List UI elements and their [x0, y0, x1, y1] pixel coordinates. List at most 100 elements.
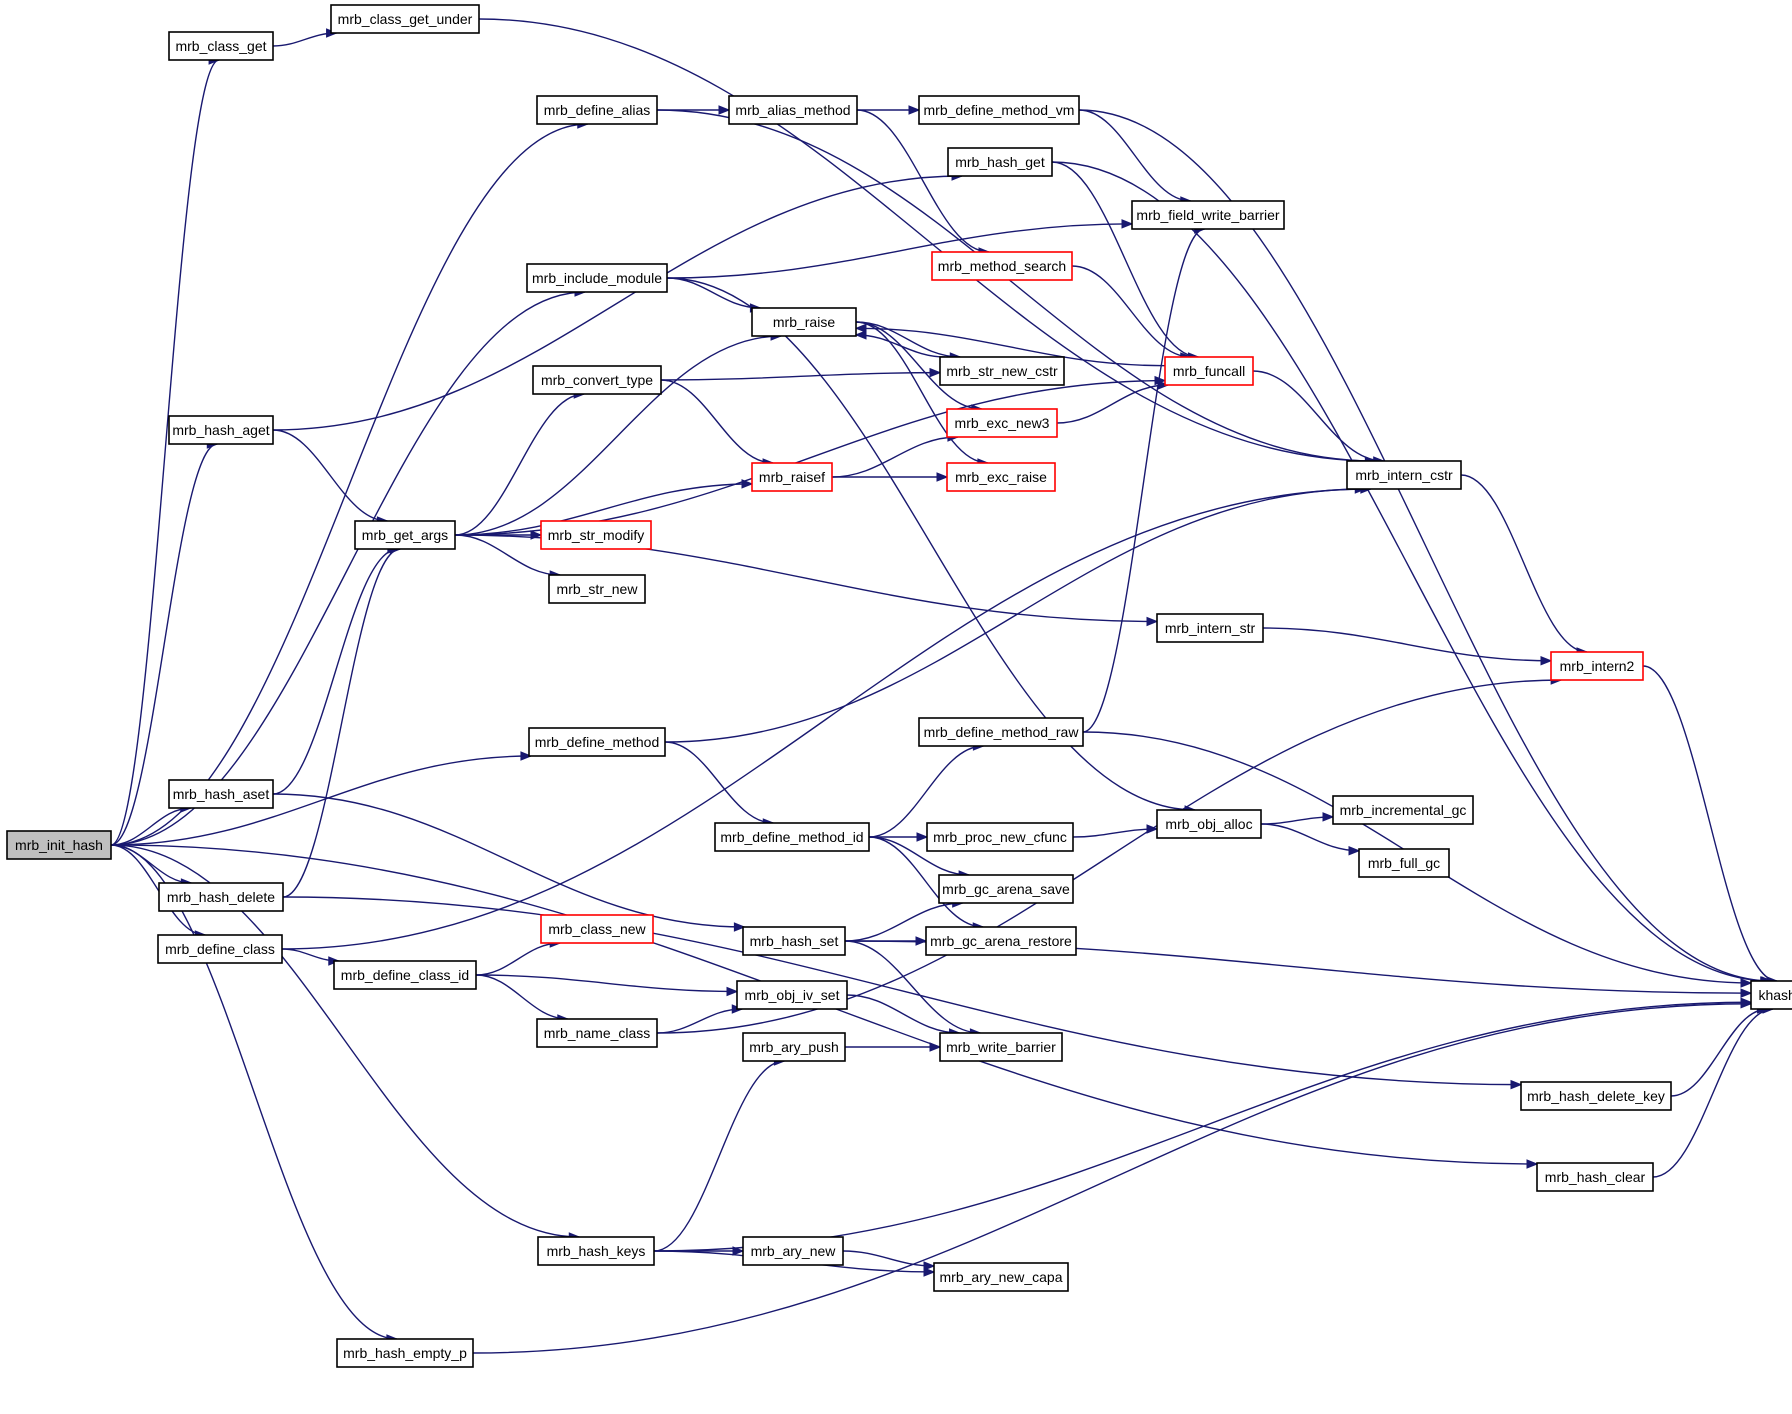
edge-line: [653, 1060, 785, 1252]
node-box: [537, 1236, 655, 1266]
edge-mrb_hash_delete-to-mrb_get_args: [282, 544, 402, 898]
edge-line: [272, 429, 388, 522]
node-mrb-funcall[interactable]: mrb_funcall: [1164, 356, 1254, 386]
edge-mrb_get_args-to-mrb_raisef: [454, 479, 754, 536]
node-mrb-define-class-id[interactable]: mrb_define_class_id: [333, 960, 477, 990]
edge-line: [666, 223, 1133, 279]
node-mrb-incremental-gc[interactable]: mrb_incremental_gc: [1332, 795, 1474, 825]
edge-mrb_init_hash-to-mrb_define_method: [110, 751, 533, 846]
edge-mrb_str_new_cstr-to-mrb_raise: [854, 330, 946, 358]
edge-line: [855, 321, 961, 358]
edge-mrb_include_module-to-mrb_raise: [666, 277, 762, 313]
arrowhead: [733, 922, 746, 932]
node-mrb-hash-delete[interactable]: mrb_hash_delete: [158, 882, 284, 912]
node-box: [536, 95, 658, 125]
edge-line: [110, 59, 220, 846]
node-mrb-hash-aget[interactable]: mrb_hash_aget: [168, 415, 274, 445]
node-box: [947, 147, 1053, 177]
node-mrb-class-new[interactable]: mrb_class_new: [540, 914, 654, 944]
node-mrb-ary-new-capa[interactable]: mrb_ary_new_capa: [933, 1262, 1069, 1292]
node-label: mrb_write_barrier: [946, 1039, 1056, 1055]
node-mrb-ary-new[interactable]: mrb_ary_new: [742, 1236, 844, 1266]
arrowhead: [718, 105, 731, 115]
node-mrb-alias-method[interactable]: mrb_alias_method: [728, 95, 858, 125]
node-mrb-obj-iv-set[interactable]: mrb_obj_iv_set: [736, 980, 848, 1010]
node-mrb-exc-raise[interactable]: mrb_exc_raise: [946, 462, 1056, 492]
node-mrb-exc-new3[interactable]: mrb_exc_new3: [946, 408, 1058, 438]
node-label: mrb_intern_cstr: [1355, 467, 1453, 483]
node-mrb-write-barrier[interactable]: mrb_write_barrier: [939, 1032, 1063, 1062]
node-mrb-hash-aset[interactable]: mrb_hash_aset: [168, 779, 274, 809]
node-label: mrb_ary_new: [751, 1243, 837, 1259]
node-mrb-full-gc[interactable]: mrb_full_gc: [1358, 848, 1450, 878]
edge-mrb_hash_aset-to-mrb_hash_set: [272, 793, 746, 932]
edge-line: [1078, 109, 1191, 202]
edge-mrb_convert_type-to-mrb_raisef: [660, 379, 775, 468]
node-box: [548, 574, 646, 604]
node-mrb-proc-new-cfunc[interactable]: mrb_proc_new_cfunc: [926, 822, 1074, 852]
node-mrb-hash-get[interactable]: mrb_hash_get: [947, 147, 1053, 177]
node-mrb-intern2[interactable]: mrb_intern2: [1550, 651, 1644, 681]
node-mrb-define-alias[interactable]: mrb_define_alias: [536, 95, 658, 125]
node-mrb-class-get[interactable]: mrb_class_get: [168, 31, 274, 61]
edge-line: [1071, 265, 1191, 358]
node-mrb-class-get-under[interactable]: mrb_class_get_under: [330, 4, 480, 34]
node-box: [946, 408, 1058, 438]
node-mrb-hash-keys[interactable]: mrb_hash_keys: [537, 1236, 655, 1266]
node-box: [1156, 613, 1264, 643]
node-box: [925, 926, 1077, 956]
edge-mrb_intern_str-to-mrb_intern2: [1262, 627, 1553, 666]
node-mrb-convert-type[interactable]: mrb_convert_type: [532, 365, 662, 395]
node-mrb-define-method[interactable]: mrb_define_method: [528, 727, 666, 757]
node-box: [1520, 1081, 1672, 1111]
node-mrb-gc-arena-restore[interactable]: mrb_gc_arena_restore: [925, 926, 1077, 956]
edge-line: [475, 942, 561, 976]
edge-line: [1460, 474, 1588, 653]
node-mrb-field-write-barrier[interactable]: mrb_field_write_barrier: [1131, 200, 1285, 230]
edge-mrb_include_module-to-mrb_field_write_barrier: [666, 219, 1134, 279]
node-mrb-str-modify[interactable]: mrb_str_modify: [540, 520, 652, 550]
node-label: mrb_field_write_barrier: [1136, 207, 1280, 223]
node-mrb-hash-empty-p[interactable]: mrb_hash_empty_p: [336, 1338, 474, 1368]
node-box: [526, 263, 668, 293]
node-mrb-str-new-cstr[interactable]: mrb_str_new_cstr: [939, 356, 1065, 386]
edge-mrb_raisef-to-mrb_exc_new3: [831, 432, 960, 478]
node-khash-t[interactable]: khash_t: [1750, 980, 1792, 1010]
node-box: [536, 1018, 658, 1048]
node-mrb-intern-cstr[interactable]: mrb_intern_cstr: [1346, 460, 1462, 490]
node-mrb-name-class[interactable]: mrb_name_class: [536, 1018, 658, 1048]
node-mrb-include-module[interactable]: mrb_include_module: [526, 263, 668, 293]
edge-line: [110, 443, 218, 846]
node-box: [751, 307, 857, 337]
arrowhead: [854, 330, 867, 340]
node-box: [157, 934, 283, 964]
edge-mrb_funcall-to-mrb_raise: [854, 323, 1166, 367]
node-mrb-hash-clear[interactable]: mrb_hash_clear: [1536, 1162, 1654, 1192]
node-box: [1358, 848, 1450, 878]
node-mrb-str-new[interactable]: mrb_str_new: [548, 574, 646, 604]
node-mrb-define-class[interactable]: mrb_define_class: [157, 934, 283, 964]
node-mrb-ary-push[interactable]: mrb_ary_push: [742, 1032, 846, 1062]
node-mrb-init-hash[interactable]: mrb_init_hash: [6, 830, 112, 860]
node-label: mrb_str_modify: [548, 527, 644, 543]
node-mrb-hash-set[interactable]: mrb_hash_set: [742, 926, 846, 956]
node-mrb-intern-str[interactable]: mrb_intern_str: [1156, 613, 1264, 643]
node-mrb-get-args[interactable]: mrb_get_args: [354, 520, 456, 550]
node-mrb-gc-arena-save[interactable]: mrb_gc_arena_save: [938, 874, 1074, 904]
node-box: [1156, 809, 1262, 839]
edge-line: [1260, 816, 1334, 825]
edge-mrb_hash_delete-to-mrb_hash_delete_key: [282, 896, 1523, 1090]
node-mrb-raisef[interactable]: mrb_raisef: [751, 462, 833, 492]
node-box: [330, 4, 480, 34]
node-mrb-obj-alloc[interactable]: mrb_obj_alloc: [1156, 809, 1262, 839]
node-mrb-define-method-vm[interactable]: mrb_define_method_vm: [918, 95, 1080, 125]
node-mrb-hash-delete-key[interactable]: mrb_hash_delete_key: [1520, 1081, 1672, 1111]
node-label: mrb_define_method_vm: [924, 102, 1075, 118]
node-mrb-raise[interactable]: mrb_raise: [751, 307, 857, 337]
node-box: [158, 882, 284, 912]
edge-mrb_convert_type-to-mrb_str_new_cstr: [660, 367, 942, 381]
node-mrb-define-method-raw[interactable]: mrb_define_method_raw: [918, 717, 1084, 747]
node-mrb-define-method-id[interactable]: mrb_define_method_id: [714, 822, 870, 852]
node-mrb-method-search[interactable]: mrb_method_search: [931, 251, 1073, 281]
arrowhead: [1322, 812, 1335, 822]
